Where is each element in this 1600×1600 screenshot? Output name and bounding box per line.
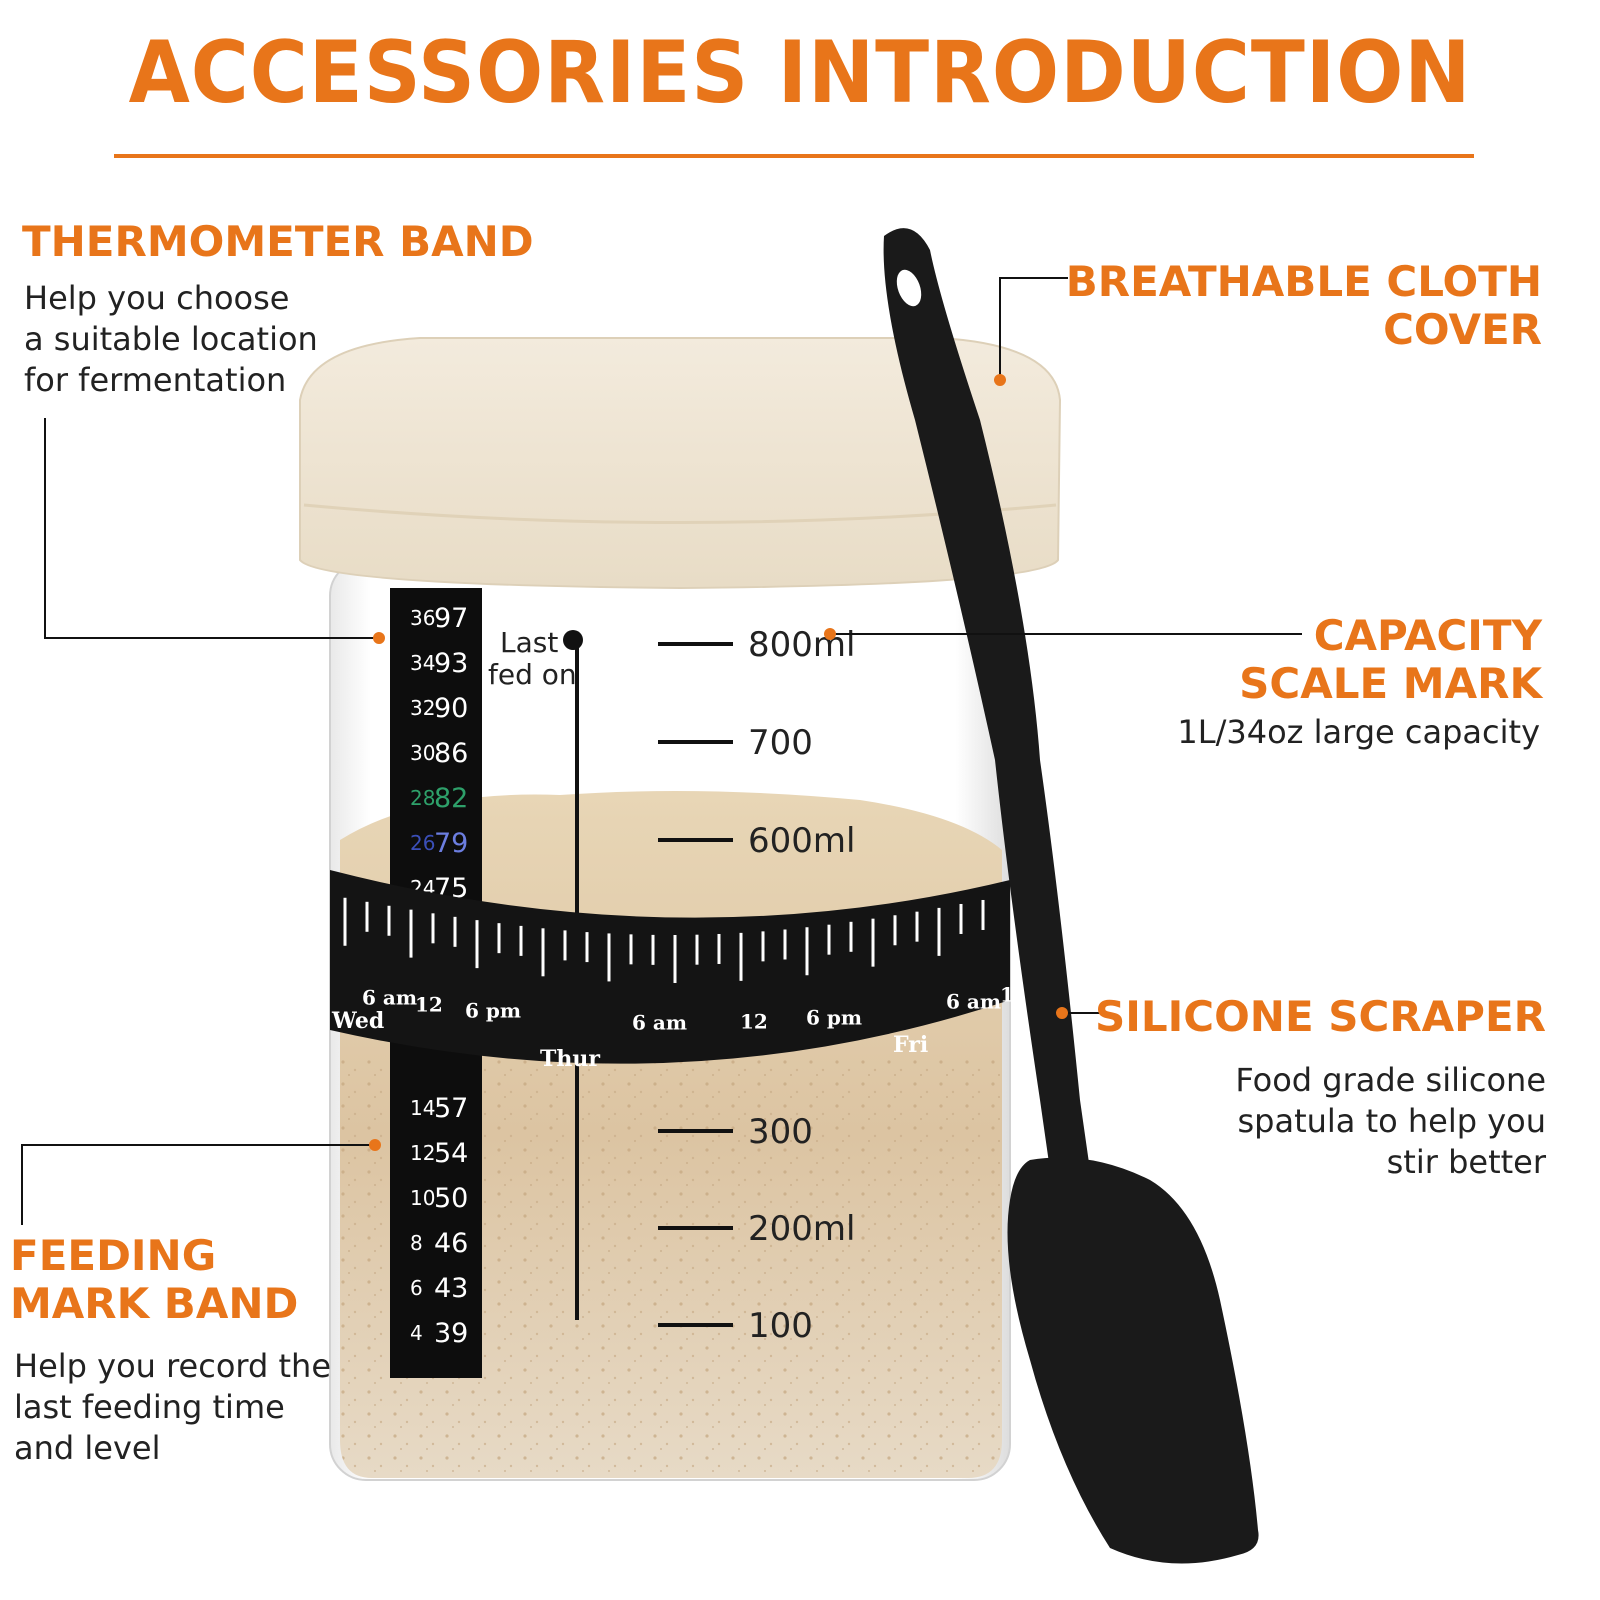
thermo-celsius: 26 bbox=[410, 831, 435, 855]
feeding-band bbox=[330, 870, 1010, 1064]
thermometer-band-description: Help you choose a suitable location for … bbox=[24, 279, 318, 399]
band-time-label: 6 pm bbox=[465, 999, 521, 1023]
cloth-cover-heading: BREATHABLE CLOTH COVER bbox=[1065, 257, 1542, 354]
thermo-fahrenheit: 39 bbox=[434, 1318, 468, 1349]
thermo-celsius: 4 bbox=[410, 1321, 423, 1345]
feeding-band-heading: FEEDING MARK BAND bbox=[10, 1231, 299, 1328]
band-time-label: 6 am bbox=[632, 1011, 687, 1035]
capacity-description: 1L/34oz large capacity bbox=[1177, 713, 1540, 751]
band-day-label: Thur bbox=[540, 1046, 600, 1072]
band-time-label: 12 bbox=[1000, 982, 1028, 1006]
thermo-fahrenheit: 54 bbox=[434, 1138, 468, 1169]
thermo-fahrenheit: 86 bbox=[434, 738, 468, 769]
page-title: ACCESSORIES INTRODUCTION bbox=[128, 23, 1472, 123]
thermo-fahrenheit: 79 bbox=[434, 828, 468, 859]
thermo-celsius: 36 bbox=[410, 606, 435, 630]
capacity-mark-label: 600ml bbox=[748, 821, 855, 861]
callout-dots bbox=[369, 374, 1068, 1151]
callout-lines bbox=[21, 277, 1302, 1225]
capacity-mark-label: 700 bbox=[748, 723, 813, 763]
title-underline bbox=[114, 154, 1474, 158]
cloth-cover bbox=[299, 337, 1062, 590]
silicone-scraper-description: Food grade silicone spatula to help you … bbox=[1235, 1061, 1546, 1181]
band-day-label: Wed bbox=[331, 1008, 384, 1034]
band-time-label: 6 pm bbox=[806, 1005, 862, 1029]
thermo-fahrenheit: 90 bbox=[434, 693, 468, 724]
thermo-fahrenheit: 46 bbox=[434, 1228, 468, 1259]
thermo-celsius: 14 bbox=[410, 1096, 435, 1120]
capacity-mark-label: 100 bbox=[748, 1306, 813, 1346]
thermometer-band-heading: THERMOMETER BAND bbox=[22, 217, 534, 266]
capacity-heading: CAPACITY SCALE MARK bbox=[1239, 611, 1542, 708]
thermo-celsius: 30 bbox=[410, 741, 435, 765]
silicone-scraper-heading: SILICONE SCRAPER bbox=[1095, 992, 1546, 1041]
capacity-mark-label: 200ml bbox=[748, 1209, 855, 1249]
thermo-fahrenheit: 93 bbox=[434, 648, 468, 679]
thermo-fahrenheit: 82 bbox=[434, 783, 468, 814]
thermo-fahrenheit: 43 bbox=[434, 1273, 468, 1304]
band-day-label: Fri bbox=[893, 1032, 928, 1058]
thermo-celsius: 32 bbox=[410, 696, 435, 720]
thermo-fahrenheit: 50 bbox=[434, 1183, 468, 1214]
feeding-band-description: Help you record the last feeding time an… bbox=[14, 1347, 331, 1467]
band-time-label: 12 bbox=[740, 1009, 768, 1033]
thermo-celsius: 12 bbox=[410, 1141, 435, 1165]
thermo-celsius: 8 bbox=[410, 1231, 423, 1255]
thermo-celsius: 10 bbox=[410, 1186, 435, 1210]
capacity-mark-label: 800ml bbox=[748, 625, 855, 665]
spatula-hole bbox=[896, 269, 922, 307]
thermo-fahrenheit: 97 bbox=[434, 603, 468, 634]
band-time-label: 6 am bbox=[946, 990, 1001, 1014]
last-fed-text: Last fed on bbox=[488, 626, 577, 691]
thermo-celsius: 28 bbox=[410, 786, 435, 810]
silicone-scraper bbox=[883, 228, 1259, 1564]
band-time-label: 6 am bbox=[362, 985, 417, 1009]
thermo-celsius: 34 bbox=[410, 651, 435, 675]
capacity-mark-label: 300 bbox=[748, 1112, 813, 1152]
band-time-label: 12 bbox=[415, 992, 443, 1016]
thermo-celsius: 6 bbox=[410, 1276, 423, 1300]
thermo-fahrenheit: 57 bbox=[434, 1093, 468, 1124]
